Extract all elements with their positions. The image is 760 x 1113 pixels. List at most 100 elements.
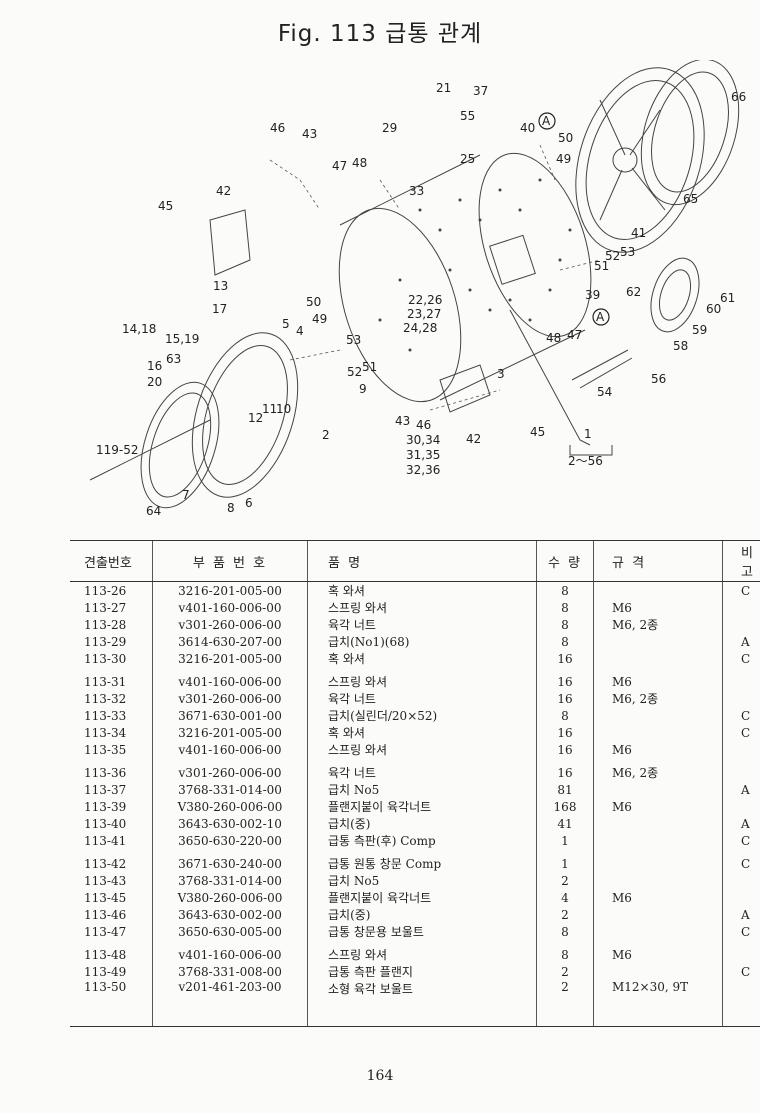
cell-name: 혹 와셔 xyxy=(307,724,537,741)
callout-label: 24,28 xyxy=(403,321,437,335)
callout-label: 14,18 xyxy=(122,322,156,336)
callout-label: 119-52 xyxy=(96,443,139,457)
cell-part-number: 3650-630-220-00 xyxy=(152,832,308,849)
cell-qty: 2 xyxy=(536,872,594,889)
cell-spec: M6 xyxy=(593,667,723,690)
cell-qty: 8 xyxy=(536,633,594,650)
callout-label: 37 xyxy=(473,84,488,98)
callout-label: 16 xyxy=(147,359,162,373)
cell-name: 급치 No5 xyxy=(307,872,537,889)
callout-label: 48 xyxy=(546,331,561,345)
cell-remark xyxy=(722,667,760,690)
cell-qty: 16 xyxy=(536,650,594,667)
cell-name: 급통 원통 창문 Comp xyxy=(307,849,537,872)
callout-label: 8 xyxy=(227,501,235,515)
cell-name: 급통 측판(후) Comp xyxy=(307,832,537,849)
callout-label: 25 xyxy=(460,152,475,166)
cell-code: 113-26 xyxy=(84,583,127,598)
cell-qty: 8 xyxy=(536,616,594,633)
cell-qty: 8 xyxy=(536,707,594,724)
cell-remark: A xyxy=(722,906,760,923)
callout-label: 41 xyxy=(631,226,646,240)
callout-label: 49 xyxy=(556,152,571,166)
callout-label: 33 xyxy=(409,184,424,198)
cell-part-number: v401-160-006-00 xyxy=(152,741,308,758)
cell-name: 급통 측판 플랜지 xyxy=(307,963,537,980)
cell-name: 스프링 와셔 xyxy=(307,940,537,963)
cell-qty: 1 xyxy=(536,832,594,849)
cell-remark: C xyxy=(722,724,760,741)
header-name: 품 명 xyxy=(307,540,537,582)
callout-label: 47 xyxy=(332,159,347,173)
page-number: 164 xyxy=(366,1068,394,1084)
cell-spec xyxy=(593,963,723,980)
cell-part-number: 3671-630-001-00 xyxy=(152,707,308,724)
callout-label: 15,19 xyxy=(165,332,199,346)
cell-qty: 4 xyxy=(536,889,594,906)
leader-lines xyxy=(269,144,613,456)
cell-name: 혹 와셔 xyxy=(307,650,537,667)
cell-part-number: 3216-201-005-00 xyxy=(152,650,308,667)
cell-remark xyxy=(722,599,760,616)
cell-code: 113-35 xyxy=(84,742,127,757)
cell-part-number: 3768-331-008-00 xyxy=(152,963,308,980)
cell-part-number: V380-260-006-00 xyxy=(152,798,308,815)
cell-code: 113-48 xyxy=(84,947,127,962)
header-part-number: 부 품 번 호 xyxy=(152,540,308,582)
cell-part-number: v401-160-006-00 xyxy=(152,667,308,690)
cell-name: 급치 No5 xyxy=(307,781,537,798)
callout-label: 20 xyxy=(147,375,162,389)
cell-spec xyxy=(593,781,723,798)
callout-label: 30,34 xyxy=(406,433,440,447)
callout-label: 42 xyxy=(216,184,231,198)
cell-code: 113-33 xyxy=(84,708,127,723)
cell-name: 스프링 와셔 xyxy=(307,667,537,690)
header-qty: 수 량 xyxy=(536,540,594,582)
cell-code: 113-50 xyxy=(70,980,153,1027)
cell-spec xyxy=(593,906,723,923)
cell-code: 113-30 xyxy=(84,651,127,666)
callout-label: 60 xyxy=(706,302,721,316)
callout-label: 53 xyxy=(346,333,361,347)
callout-label: 56 xyxy=(651,372,666,386)
cell-code: 113-49 xyxy=(84,964,127,979)
cell-code: 113-29 xyxy=(84,634,127,649)
cell-spec xyxy=(593,633,723,650)
callout-label: 43 xyxy=(395,414,410,428)
callout-label: 52 xyxy=(605,249,620,263)
callout-label: 4 xyxy=(296,324,304,338)
cell-spec: M6, 2종 xyxy=(593,758,723,781)
cell-remark: A xyxy=(722,633,760,650)
cell-spec xyxy=(593,650,723,667)
cell-spec xyxy=(593,872,723,889)
callout-label: 43 xyxy=(302,127,317,141)
callout-label: 12 xyxy=(248,411,263,425)
callout-labels: 21 37 55 66 46 43 29 40 50 49 47 48 25 4… xyxy=(96,81,746,518)
callout-label: 54 xyxy=(597,385,612,399)
callout-label: 66 xyxy=(731,90,746,104)
cell-part-number: 3614-630-207-00 xyxy=(152,633,308,650)
callout-label: 48 xyxy=(352,156,367,170)
callout-label: 5 xyxy=(282,317,290,331)
cell-remark: C xyxy=(722,849,760,872)
cell-code: 113-28 xyxy=(84,617,127,632)
cell-qty: 16 xyxy=(536,758,594,781)
callout-label: 23,27 xyxy=(407,307,441,321)
cell-name: 소형 육각 보울트 xyxy=(307,980,537,1027)
cell-code: 113-36 xyxy=(84,765,127,780)
callout-label: 65 xyxy=(683,192,698,206)
figure-title: Fig. 113 급통 관계 xyxy=(277,21,483,47)
cell-spec: M6, 2종 xyxy=(593,616,723,633)
callout-label: 45 xyxy=(158,199,173,213)
callout-label: 7 xyxy=(182,488,190,502)
cell-code: 113-46 xyxy=(84,907,127,922)
cell-remark: C xyxy=(722,581,760,599)
cell-name: 육각 너트 xyxy=(307,758,537,781)
